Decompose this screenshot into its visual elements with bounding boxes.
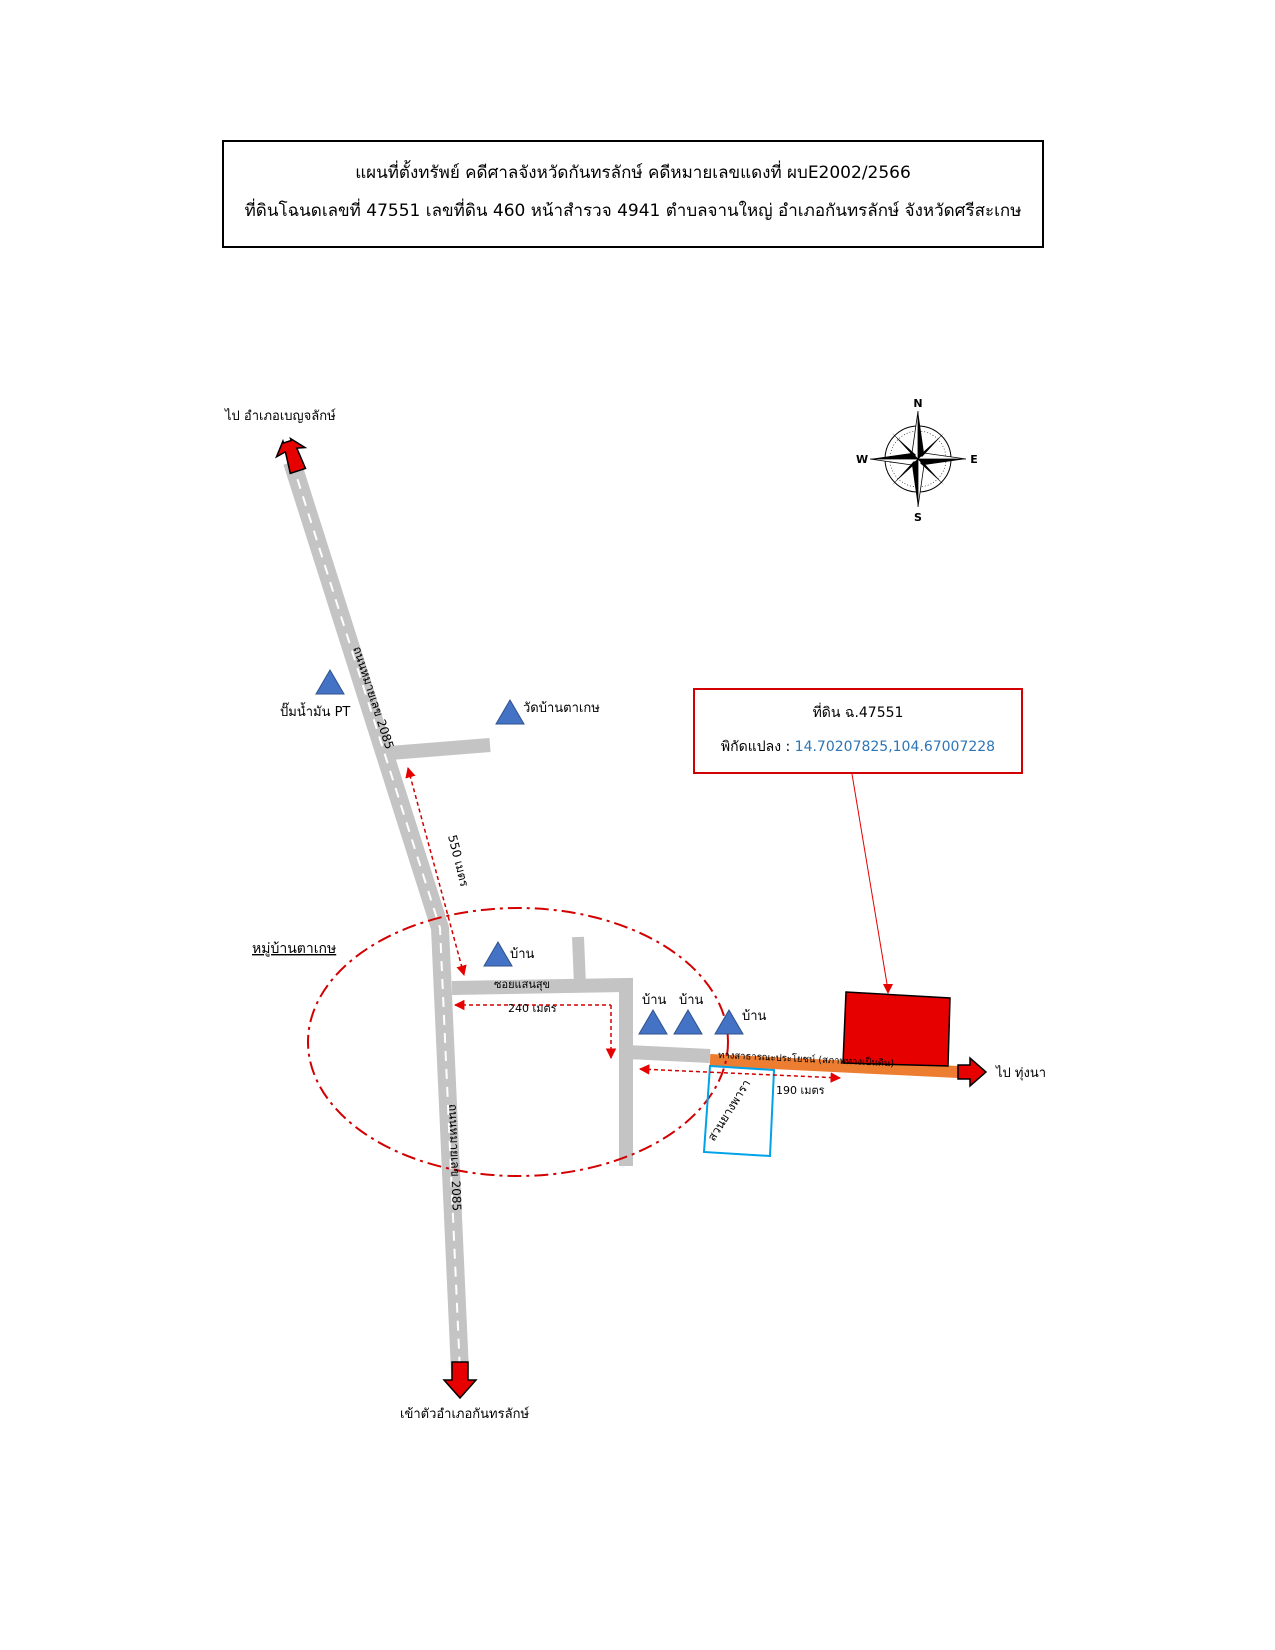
label-temple: วัดบ้านตาเกษ bbox=[523, 701, 600, 716]
label-pump: ปั๊มน้ำมัน PT bbox=[280, 702, 350, 720]
road-to-temple bbox=[389, 738, 491, 760]
label-house-1: บ้าน bbox=[510, 947, 535, 962]
house-triangle-icon-1 bbox=[483, 941, 513, 967]
distance-190-line bbox=[638, 1064, 842, 1083]
leader-arrowhead bbox=[883, 984, 893, 994]
coords-value: 14.70207825,104.67007228 bbox=[794, 739, 996, 755]
house-triangle-icon-3 bbox=[673, 1009, 703, 1035]
distance-550-line bbox=[405, 766, 467, 977]
land-parcel bbox=[842, 991, 951, 1067]
temple-triangle-icon bbox=[495, 699, 525, 725]
label-to-south: เข้าตัวอำเภอกันทรลักษ์ bbox=[400, 1406, 529, 1422]
house-triangle-icon-4 bbox=[714, 1009, 744, 1035]
parcel-coords-line: พิกัดแปลง : 14.70207825,104.67007228 bbox=[695, 736, 1021, 758]
label-village: หมู่บ้านตาเกษ bbox=[252, 941, 336, 957]
label-rubber: สวนยางพารา bbox=[705, 1077, 754, 1144]
arrow-north-icon bbox=[274, 436, 308, 475]
compass-n: N bbox=[913, 397, 922, 410]
label-house-2: บ้าน bbox=[642, 993, 667, 1008]
label-to-north: ไป อำเภอเบญจลักษ์ bbox=[224, 408, 336, 424]
soi-saensuk-road bbox=[451, 936, 711, 1166]
parcel-title: ที่ดิน ฉ.47551 bbox=[812, 705, 904, 721]
compass-rose-icon: N S E W bbox=[856, 397, 978, 524]
distance-240-line bbox=[453, 999, 617, 1060]
label-to-east: ไป ทุ่งนา bbox=[995, 1065, 1046, 1081]
title-line-2: ที่ดินโฉนดเลขที่ 47551 เลขที่ดิน 460 หน้… bbox=[244, 201, 1022, 221]
compass-e: E bbox=[970, 453, 978, 466]
compass-w: W bbox=[856, 453, 868, 466]
parcel-info-box: ที่ดิน ฉ.47551 พิกัดแปลง : 14.70207825,1… bbox=[693, 688, 1023, 774]
parcel-leader-line bbox=[851, 773, 889, 991]
label-road-south: ถนนหมายเลข 2085 bbox=[446, 1104, 464, 1212]
label-house-4: บ้าน bbox=[742, 1009, 767, 1024]
label-dist-190: 190 เมตร bbox=[776, 1084, 825, 1097]
label-soi: ซอยแสนสุข bbox=[494, 978, 550, 991]
village-boundary bbox=[307, 907, 729, 1177]
label-house-3: บ้าน bbox=[679, 993, 704, 1008]
coords-label: พิกัดแปลง : bbox=[720, 739, 791, 755]
title-line-1: แผนที่ตั้งทรัพย์ คดีศาลจังหวัดกันทรลักษ์… bbox=[355, 163, 911, 183]
label-dist-550: 550 เมตร bbox=[445, 833, 472, 888]
arrow-south-icon bbox=[442, 1361, 478, 1400]
arrow-east-icon bbox=[957, 1056, 988, 1088]
main-road-2085 bbox=[283, 459, 469, 1373]
title-box: แผนที่ตั้งทรัพย์ คดีศาลจังหวัดกันทรลักษ์… bbox=[222, 140, 1044, 248]
compass-s: S bbox=[914, 511, 922, 524]
label-dist-240: 240 เมตร bbox=[508, 1002, 557, 1015]
pump-triangle-icon bbox=[315, 669, 345, 695]
house-triangle-icon-2 bbox=[638, 1009, 668, 1035]
